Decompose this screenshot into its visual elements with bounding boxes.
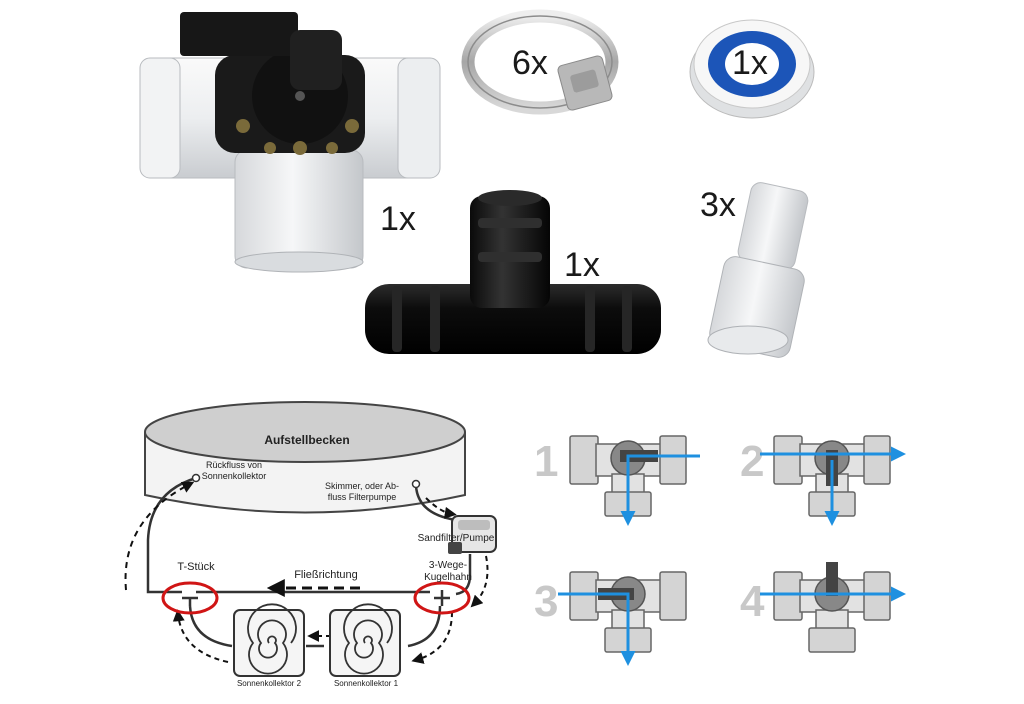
adapter-quantity: 3x (700, 186, 736, 224)
hose-clamp-image (461, 9, 619, 115)
collector2-label: Sonnenkollektor 2 (237, 679, 302, 688)
valve-quantity: 1x (380, 200, 416, 238)
clamp-quantity: 6x (512, 44, 548, 82)
solar-collector-2 (233, 603, 305, 677)
valve-label-1: 3-Wege- (429, 560, 467, 571)
valve-position-2: 2 (740, 435, 906, 526)
valve-position-1: 1 (534, 435, 700, 526)
valve-position-4: 4 (740, 562, 906, 653)
valve-label-2: Kugelhahn (424, 572, 472, 583)
flow-label: Fließrichtung (294, 569, 358, 581)
return-label-1: Rückfluss von (206, 460, 262, 470)
tape-quantity: 1x (732, 44, 768, 82)
valve-marker (413, 581, 471, 615)
position-number-3: 3 (534, 577, 558, 626)
valve-position-3: 3 (534, 571, 687, 666)
tpiece-quantity: 1x (564, 246, 600, 284)
skimmer-label-2: fluss Filterpumpe (328, 492, 397, 502)
pump-icon (448, 515, 497, 554)
ptfe-tape-image (689, 19, 815, 119)
three-way-valve-image (139, 12, 441, 273)
position-number-4: 4 (740, 577, 765, 626)
pump-label: Sandfilter/Pumpe (418, 533, 495, 544)
t-piece-marker (161, 581, 219, 615)
return-label-2: Sonnenkollektor (202, 471, 267, 481)
position-number-1: 1 (534, 437, 558, 486)
t-piece-image (365, 190, 661, 354)
collector1-label: Sonnenkollektor 1 (334, 679, 399, 688)
position-number-2: 2 (740, 437, 764, 486)
pool-label: Aufstellbecken (264, 433, 349, 447)
skimmer-label-1: Skimmer, oder Ab- (325, 481, 399, 491)
pool-schematic: Aufstellbecken Rückfluss von Sonnenkolle… (124, 401, 497, 688)
pool-water (144, 401, 466, 463)
solar-collector-1 (329, 603, 401, 677)
tee-label: T-Stück (177, 561, 215, 573)
hose-adapter-image (707, 182, 809, 358)
